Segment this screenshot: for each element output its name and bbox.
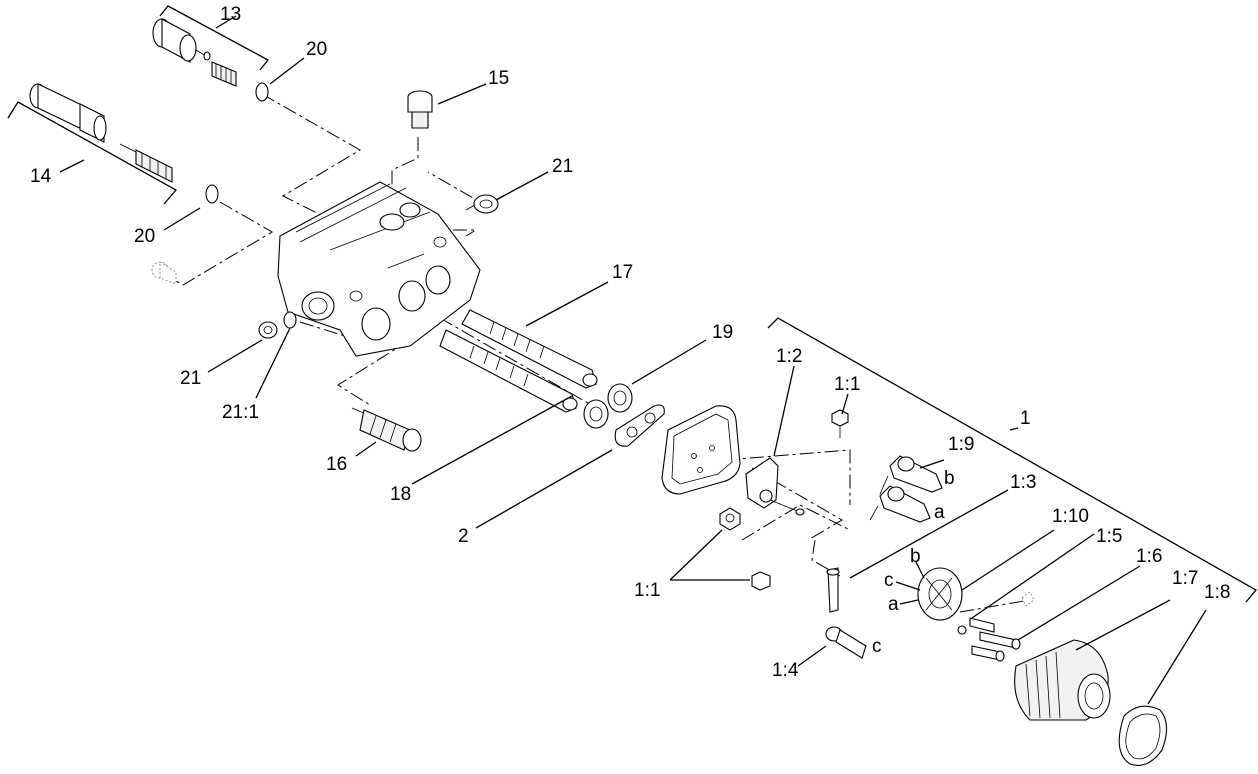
callout-1-1-lower: 1:1 [634, 580, 660, 601]
part-1-1-nut-middle [719, 507, 741, 531]
part-1-7-boot [1014, 639, 1111, 721]
callout-21-1: 21:1 [222, 402, 259, 423]
valve-body [277, 181, 481, 357]
callout-1-10: 1:10 [1052, 506, 1089, 527]
callout-21-lower: 21 [180, 368, 201, 389]
part-17-spool [461, 309, 598, 389]
part-19-seals [583, 383, 633, 429]
leader-lines [59, 15, 1207, 705]
part-1-2-bracket [745, 457, 805, 516]
part-18-spool [439, 329, 578, 413]
part-1-1-nut-upper [831, 409, 849, 438]
part-1-cover-plate [661, 405, 741, 495]
part-14-plunger-housing [29, 83, 107, 143]
part-1-9-ball-joint-a [869, 485, 931, 523]
bracket-1 [767, 317, 1257, 603]
callout-1-9: 1:9 [948, 434, 974, 455]
callout-2: 2 [458, 526, 469, 547]
part-20-o-ring-upper [255, 82, 269, 102]
part-21-plug-upper [473, 194, 499, 214]
callout-1-8: 1:8 [1204, 582, 1230, 603]
part-16-relief-valve [351, 407, 422, 452]
part-14-spring [119, 143, 173, 183]
callout-20-lower: 20 [134, 226, 155, 247]
bracket-14 [7, 101, 178, 205]
part-20-o-ring-lower [205, 184, 219, 204]
callout-1-5: 1:5 [1096, 526, 1122, 547]
part-1-4-ball-joint-c [825, 626, 867, 659]
callout-1-4: 1:4 [772, 660, 799, 681]
callout-1-1-upper: 1:1 [834, 374, 860, 395]
ref-letter-c-lower: c [872, 636, 882, 657]
part-1-10-hub [917, 567, 963, 621]
callout-1-6: 1:6 [1136, 546, 1162, 567]
callout-15: 15 [488, 68, 509, 89]
callout-1: 1 [1020, 408, 1031, 429]
callout-19: 19 [712, 322, 733, 343]
part-1-10-ghost-bolt [1021, 591, 1035, 607]
ref-letter-a-upper: a [934, 502, 945, 523]
part-13-spring [211, 61, 237, 87]
part-1-8-gasket [1118, 705, 1168, 766]
callout-16: 16 [326, 454, 347, 475]
part-1-6-screws [957, 625, 1021, 662]
callout-1-3: 1:3 [1010, 472, 1036, 493]
part-fitting-ghost [151, 261, 177, 285]
part-1-5-screw [969, 617, 995, 633]
part-1-9-ball-joint-b [879, 455, 943, 495]
callout-20-upper: 20 [306, 39, 327, 60]
callout-1-2: 1:2 [776, 346, 802, 367]
callout-1-7: 1:7 [1172, 568, 1198, 589]
ref-letter-c-hub: c [884, 570, 894, 591]
callout-13: 13 [220, 4, 241, 25]
part-21-plug-lower [258, 321, 278, 339]
part-15-relief-valve [407, 90, 433, 129]
ref-letter-b-upper: b [944, 468, 955, 489]
callout-21-upper: 21 [552, 156, 573, 177]
bracket-13 [159, 5, 269, 71]
callout-18: 18 [390, 484, 411, 505]
part-1-3-stud [826, 567, 840, 613]
part-1-1-nut-lower [751, 571, 771, 591]
callout-14: 14 [30, 166, 52, 187]
part-21-1-o-ring [283, 311, 297, 329]
ref-letter-a-hub: a [888, 594, 899, 615]
ref-letter-b-hub: b [910, 546, 921, 567]
callout-labels: 13 20 14 20 15 21 17 19 21 21:1 16 18 2 … [30, 4, 1230, 681]
assembly-centerlines [159, 93, 1031, 613]
part-2-gasket [614, 404, 665, 447]
callout-17: 17 [612, 262, 633, 283]
part-13-plunger-housing [152, 18, 211, 63]
